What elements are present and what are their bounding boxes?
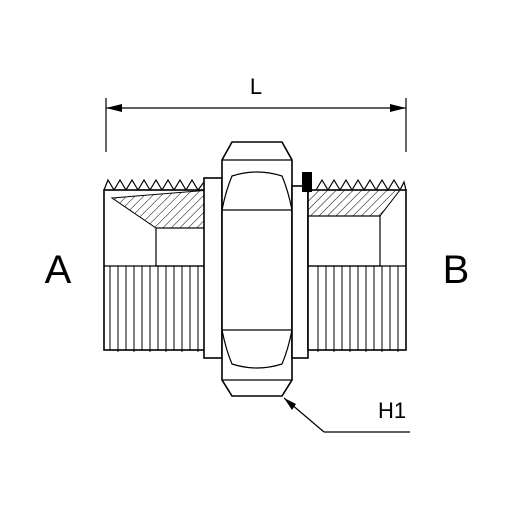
left-bottom-thread: [109, 266, 199, 352]
dimension-l: [105, 98, 407, 152]
port-label-b: B: [443, 248, 470, 292]
left-top-thread: [103, 178, 211, 192]
h1-leader: [283, 397, 410, 433]
right-bottom-thread: [317, 266, 399, 352]
right-thread-body: [291, 172, 407, 359]
dimension-label-l: L: [250, 74, 262, 99]
port-label-a: A: [45, 248, 72, 292]
right-top-thread: [315, 178, 407, 192]
left-thread-body: [103, 177, 223, 359]
hex-nut: [221, 141, 293, 397]
hex-label-h1: H1: [378, 398, 406, 423]
seal-ring: [302, 172, 312, 192]
